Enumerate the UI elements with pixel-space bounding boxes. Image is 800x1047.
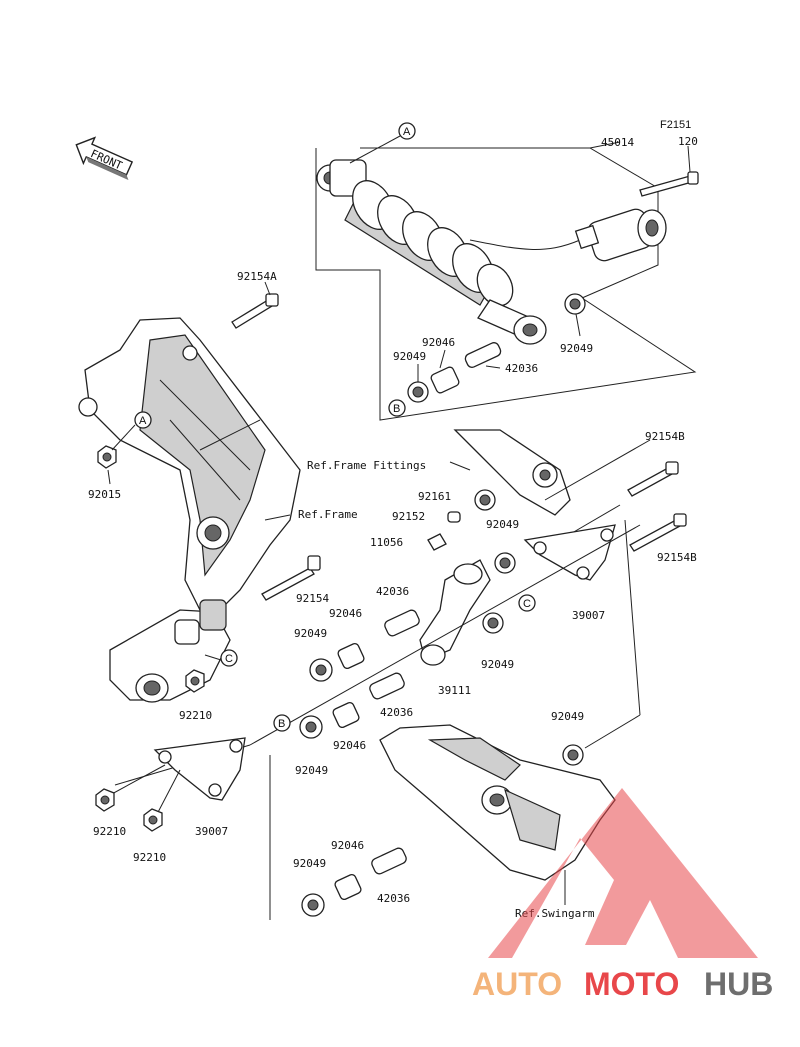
svg-text:C: C [523,598,531,610]
label-92154A: 92154A [237,270,277,283]
swingarm [379,724,616,881]
frame-lower-left [109,599,231,703]
part-labels: 45014 120 92154A 92046 92049 92049 42036… [88,135,698,920]
callout-c-left [220,649,238,667]
svg-text:A: A [403,126,411,138]
label-11056: 11056 [370,536,403,549]
shock-reservoir [574,208,667,262]
label-92015: 92015 [88,488,121,501]
label-92154B-mid: 92154B [657,551,697,564]
svg-text:C: C [225,653,233,665]
callout-b-bottom [273,714,291,732]
label-42036-low: 42036 [380,706,413,719]
label-92049-swing: 92049 [551,710,584,723]
svg-text:B: B [278,718,285,730]
label-92210-left: 92210 [179,709,212,722]
label-42036-bottom: 42036 [377,892,410,905]
label-ref-frame-fittings: Ref.Frame Fittings [307,459,426,472]
svg-text:A: A [139,415,147,427]
label-92046-top: 92046 [422,336,455,349]
label-92046-low: 92046 [333,739,366,752]
callout-c-right [518,594,536,612]
frame-casting [78,317,301,611]
frame-fittings-bracket [453,429,571,516]
label-ref-frame: Ref.Frame [298,508,358,521]
front-arrow-icon: FRONT [75,136,134,181]
label-92210-a: 92210 [93,825,126,838]
label-92046-mid: 92046 [329,607,362,620]
label-39111: 39111 [438,684,471,697]
automotohub-watermark: AUTO MOTO HUB [472,788,773,1002]
label-92152: 92152 [392,510,425,523]
label-92049-bottom: 92049 [293,857,326,870]
watermark-triangle-icon [488,788,758,958]
label-92049-mid-left: 92049 [294,627,327,640]
label-92161: 92161 [418,490,451,503]
label-92154: 92154 [296,592,329,605]
svg-text:B: B [393,403,400,415]
watermark-auto: AUTO [472,966,562,1002]
label-92046-bottom: 92046 [331,839,364,852]
shock-spring [344,180,547,345]
label-92049-low-left: 92049 [295,764,328,777]
watermark-moto: MOTO [584,966,679,1002]
label-42036-top: 42036 [505,362,538,375]
diagram-code: F2151 [660,119,691,131]
label-92049-top-right: 92049 [560,342,593,355]
label-42036-mid: 42036 [376,585,409,598]
label-92049-c: 92049 [481,658,514,671]
label-92049-top-left: 92049 [393,350,426,363]
watermark-hub: HUB [704,966,773,1002]
rocker-arm [419,559,491,666]
label-92210-b: 92210 [133,851,166,864]
label-92049-mid-right: 92049 [486,518,519,531]
label-92154B-top: 92154B [645,430,685,443]
callout-a-top [398,122,416,140]
label-39007-right: 39007 [572,609,605,622]
label-39007-left: 39007 [195,825,228,838]
label-120: 120 [678,135,698,148]
shock-absorber-group [315,141,699,421]
label-45014: 45014 [601,136,634,149]
callout-a-frame [134,411,152,429]
callout-b-top [388,399,406,417]
